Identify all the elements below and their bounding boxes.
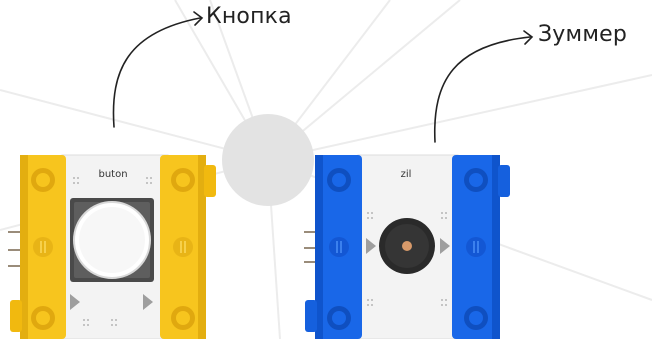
button-module-title: buton <box>98 169 127 180</box>
connector-arrow-left <box>70 294 80 310</box>
buzzer-arrow-left <box>366 238 376 254</box>
wire-pins-left <box>8 231 22 267</box>
button-callout-arrow <box>112 11 204 128</box>
buzzer-center-hole <box>402 241 412 251</box>
push-button-cap-inner <box>79 207 145 273</box>
button-left-brick <box>10 155 66 339</box>
buzzer-arrow-right <box>440 238 450 254</box>
buzzer-module-title: zil <box>401 169 412 180</box>
buzzer-left-brick <box>305 155 362 339</box>
center-circle <box>222 114 314 206</box>
buzzer-right-brick <box>452 155 510 339</box>
buzzer-module: zil <box>304 154 510 340</box>
buzzer-board-dots <box>367 212 447 306</box>
buzzer-callout-arrow <box>433 30 534 143</box>
button-callout-label: Кнопка <box>206 4 292 29</box>
button-module: buton <box>8 154 216 340</box>
connector-arrow-right <box>143 294 153 310</box>
buzzer-callout-label: Зуммер <box>538 22 628 47</box>
board-dots <box>73 177 152 326</box>
button-right-brick <box>160 155 216 339</box>
